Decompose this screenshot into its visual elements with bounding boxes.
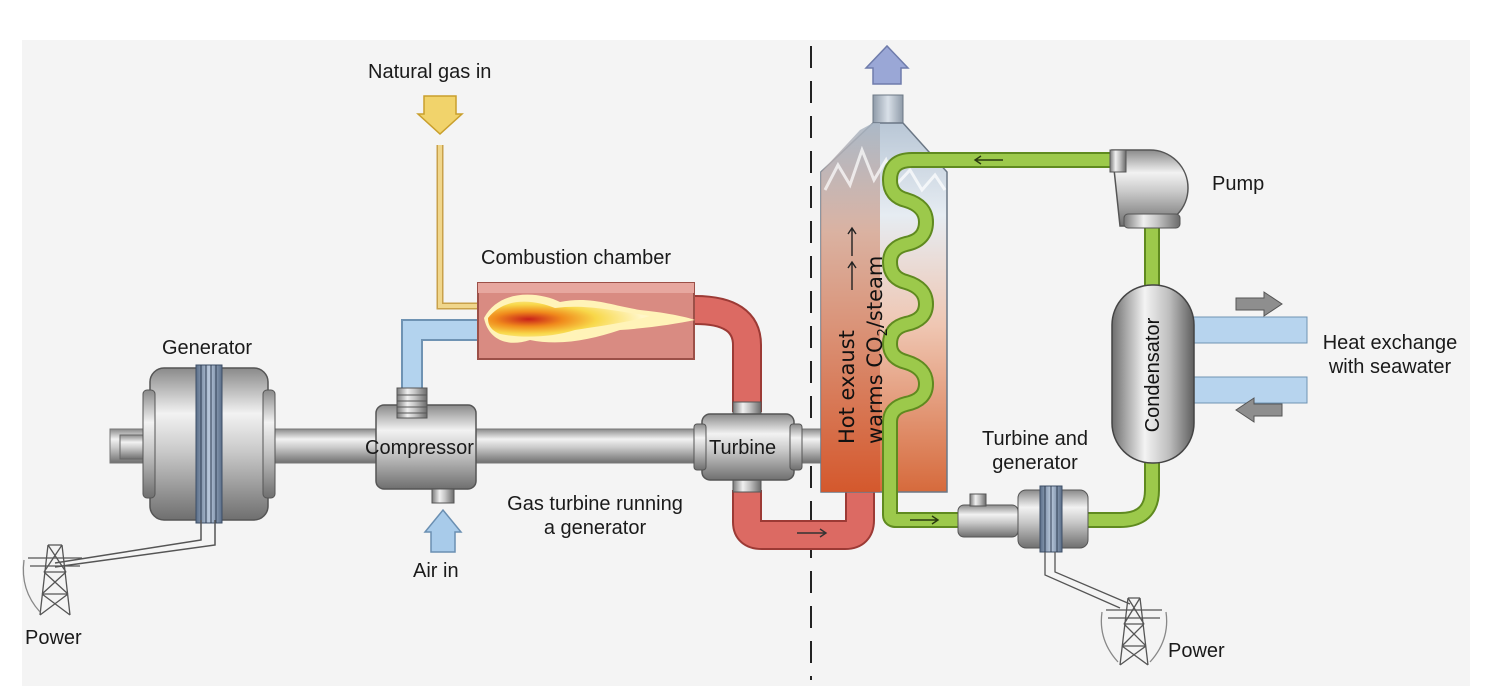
seawater-in-arrow-icon	[1235, 397, 1283, 423]
generator-label: Generator	[162, 337, 253, 359]
hot-exhaust-line2: warms CO2/steam	[862, 234, 892, 444]
combustion-chamber	[477, 282, 695, 360]
gas-turbine-caption-line1: Gas turbine running	[507, 493, 683, 515]
gas-arrow-icon	[416, 95, 464, 136]
air-in-arrow-icon	[423, 508, 463, 553]
turbine	[693, 401, 803, 493]
power-tower-icon	[22, 544, 82, 616]
combustion-chamber-label: Combustion chamber	[481, 247, 672, 269]
heat-exchange-line1: Heat exchange	[1322, 332, 1458, 354]
power-right-label: Power	[1168, 640, 1225, 662]
heat-exchange-caption: Heat exchange with seawater	[1300, 331, 1480, 379]
seawater-out-arrow-icon	[1235, 291, 1283, 317]
seawater-pipe-in	[1184, 376, 1308, 404]
gas-turbine-caption: Gas turbine running a generator	[480, 492, 710, 540]
gas-turbine-caption-line2: a generator	[543, 517, 647, 539]
seawater-pipe-out	[1184, 316, 1308, 344]
steam-turbine-generator	[957, 485, 1089, 553]
boiler-flow-arrow-icon	[847, 226, 857, 256]
turbine-label: Turbine	[709, 437, 777, 459]
compressor-label: Compressor	[365, 437, 474, 459]
condensator-label: Condensator	[1142, 317, 1164, 433]
turbine-generator-line1: Turbine and	[982, 428, 1088, 450]
pump-label: Pump	[1212, 173, 1265, 195]
power-cable-right	[1044, 552, 1121, 609]
flame-icon	[488, 301, 650, 337]
power-tower-right-icon	[1100, 597, 1168, 666]
steam-loop	[883, 154, 1118, 526]
natural-gas-in-label: Natural gas in	[368, 61, 492, 83]
hot-exhaust-line1: Hot exaust	[835, 330, 859, 444]
power-left-label: Power	[25, 627, 82, 649]
hot-pipe-lower	[734, 480, 873, 548]
hot-pipe-upper	[694, 297, 760, 412]
pump	[1109, 149, 1189, 229]
air-pipe	[403, 321, 478, 392]
turbine-generator-line2: generator	[992, 452, 1078, 474]
flow-arrow-icon	[797, 528, 828, 538]
compressor	[375, 387, 477, 504]
power-cable	[54, 520, 202, 564]
hot-exhaust-line2-pre: warms CO	[863, 336, 887, 444]
gas-pipe	[438, 145, 480, 308]
generator	[119, 364, 276, 524]
exhaust-arrow-icon	[864, 44, 910, 85]
natural-gas-inlet	[416, 95, 480, 310]
air-in-label: Air in	[413, 560, 459, 582]
hot-exhaust-line2-sub: 2	[876, 328, 892, 337]
turbine-generator-caption: Turbine and generator	[955, 427, 1115, 475]
hot-exhaust-line2-post: /steam	[863, 255, 887, 329]
heat-exchange-line2: with seawater	[1328, 356, 1452, 378]
condensator	[1111, 284, 1195, 464]
